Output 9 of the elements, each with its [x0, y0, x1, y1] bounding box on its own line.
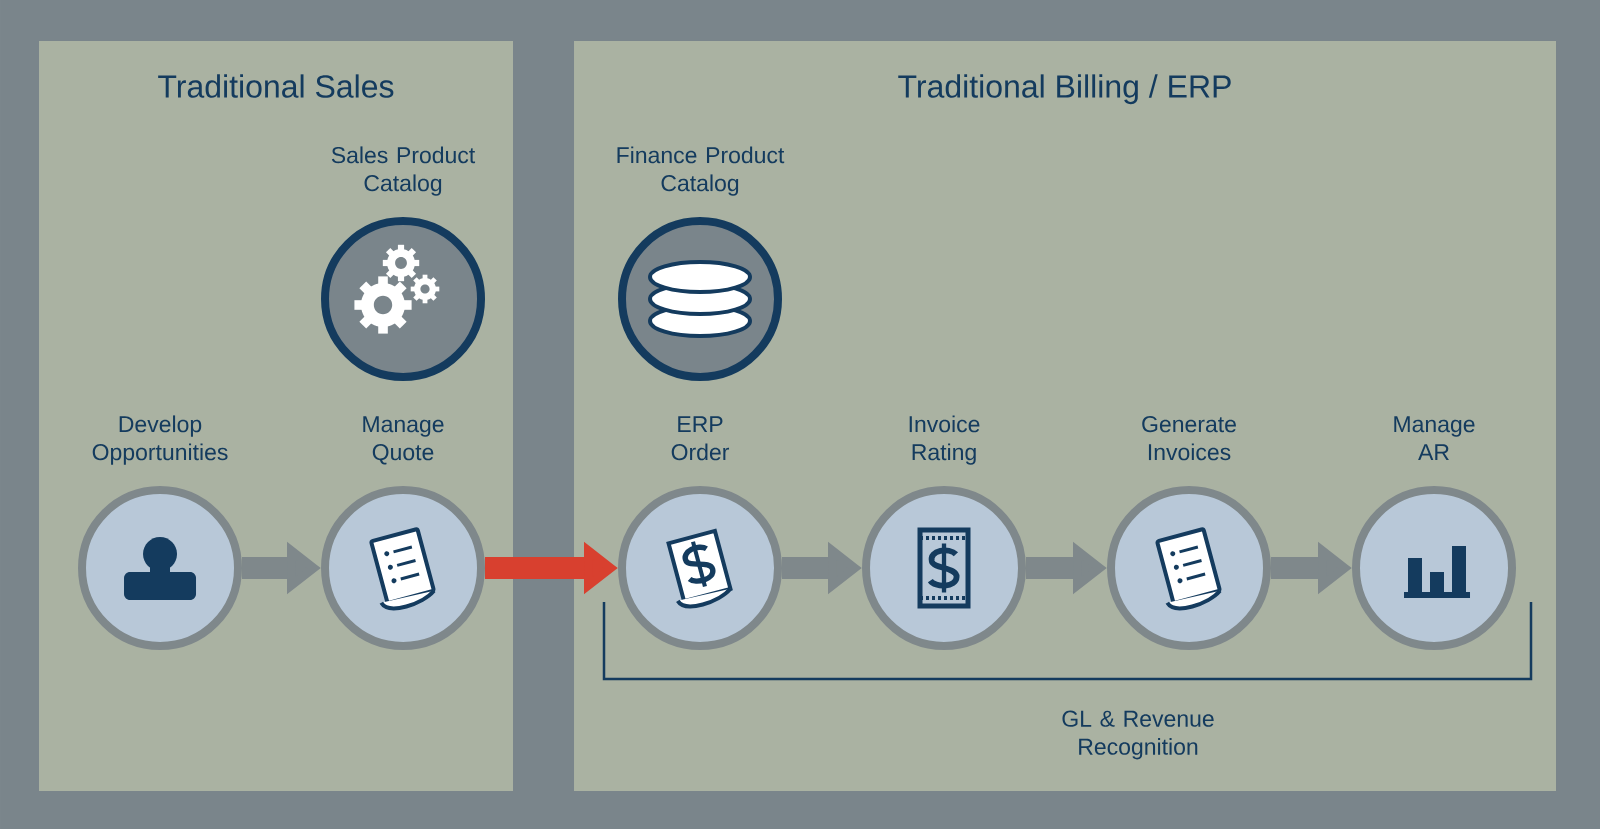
node-label: Manage AR: [1394, 416, 1475, 461]
node-label: ERP Order: [671, 416, 730, 461]
note-text: GL & Revenue Recognition: [1062, 710, 1214, 760]
node-label: Manage Quote: [363, 416, 444, 465]
node-label: Invoice Rating: [909, 415, 980, 465]
node-label: Sales Product Catalog: [331, 146, 476, 196]
node-label: Finance Product Catalog: [617, 146, 785, 196]
node-label: Generate Invoices: [1142, 416, 1236, 461]
node-label: Develop Opportunities: [92, 415, 228, 465]
